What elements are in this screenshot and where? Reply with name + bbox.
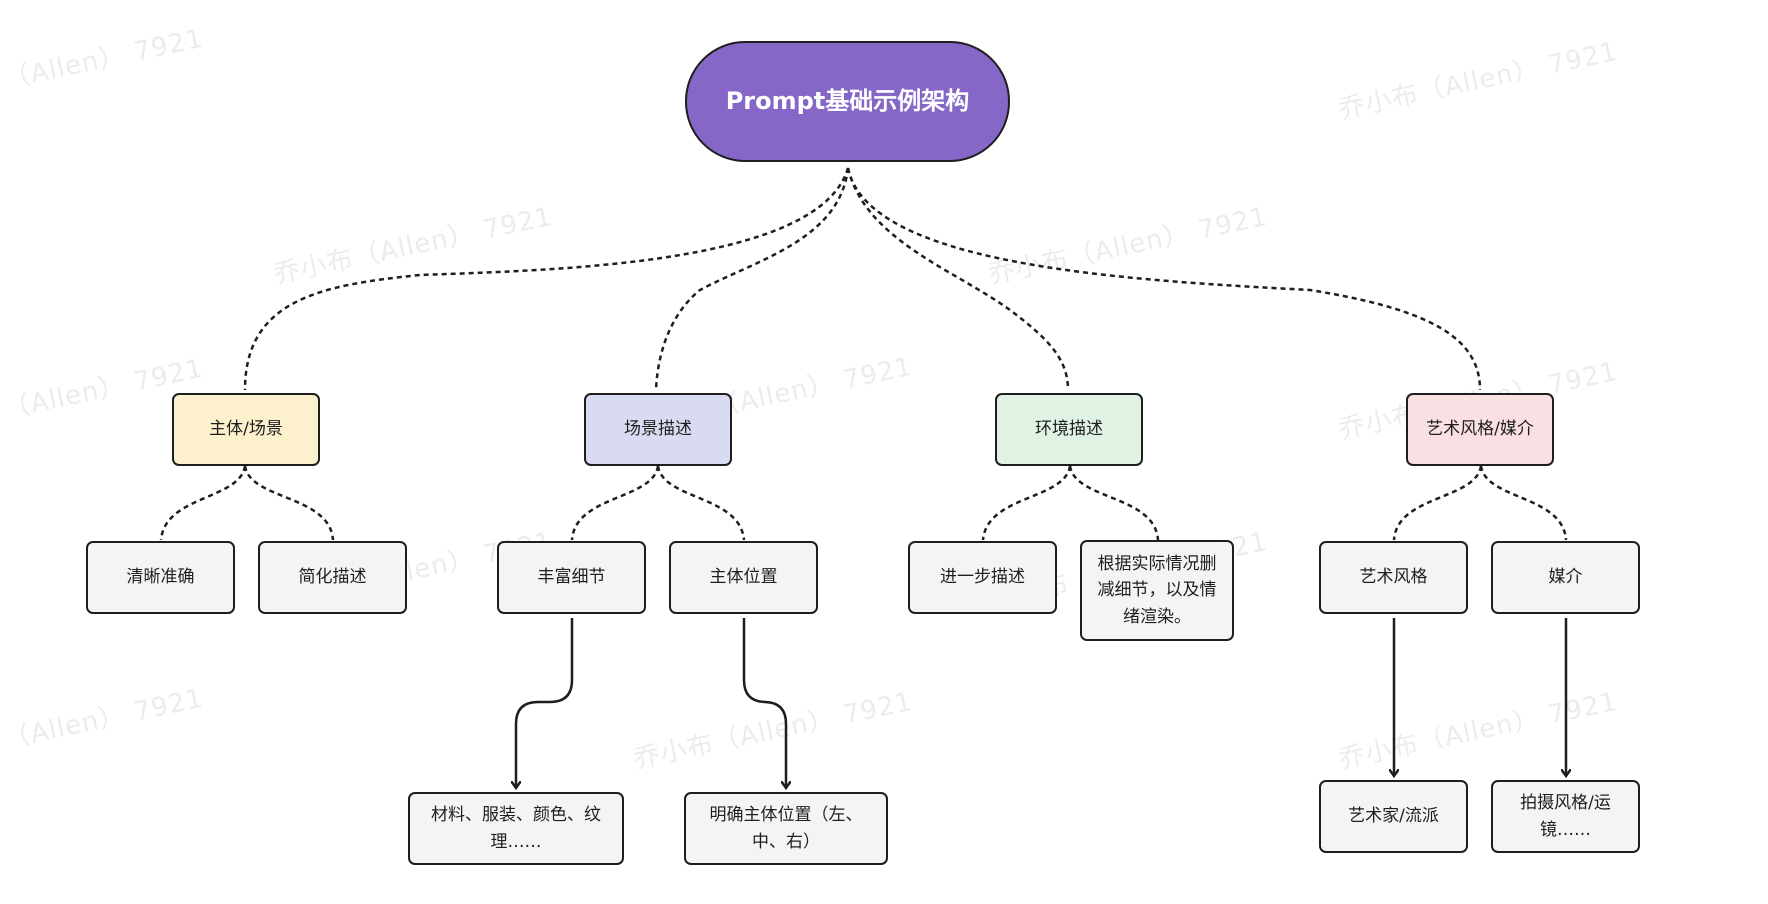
dashed-connector-scene-left (570, 465, 660, 541)
leaf-node-clear-accurate[interactable]: 清晰准确 (86, 541, 235, 614)
dashed-connector-subject-left (159, 465, 247, 541)
dashed-connector-root-art (846, 167, 1482, 391)
leaf-node-rich-detail[interactable]: 丰富细节 (497, 541, 646, 614)
category-node-environment[interactable]: 环境描述 (995, 393, 1143, 466)
dashed-connector-root-subject (243, 167, 850, 391)
leaf-label: 主体位置 (709, 567, 778, 588)
category-node-scene[interactable]: 场景描述 (584, 393, 732, 466)
leaf-node-media[interactable]: 媒介 (1491, 541, 1640, 614)
dashed-connector-environment-right (1068, 465, 1160, 541)
leaf-node-further-describe[interactable]: 进一步描述 (908, 541, 1057, 614)
leaf-label: 清晰准确 (126, 567, 195, 588)
category-label: 环境描述 (1035, 419, 1103, 440)
category-node-subject[interactable]: 主体/场景 (172, 393, 320, 466)
root-label: Prompt基础示例架构 (725, 86, 970, 115)
detail-node-clear-position[interactable]: 明确主体位置（左、中、右） (684, 792, 888, 865)
category-node-art-media[interactable]: 艺术风格/媒介 (1406, 393, 1554, 466)
detail-label: 明确主体位置（左、中、右） (709, 805, 863, 852)
leaf-label: 根据实际情况删减细节，以及情绪渲染。 (1097, 553, 1217, 627)
detail-label: 艺术家/流派 (1348, 806, 1439, 827)
detail-node-shooting-style[interactable]: 拍摄风格/运镜…… (1491, 780, 1640, 853)
arrow-rich-detail-to-materials (516, 618, 574, 787)
leaf-node-subject-position[interactable]: 主体位置 (669, 541, 818, 614)
detail-label: 材料、服装、颜色、纹理…… (431, 805, 601, 852)
detail-node-materials[interactable]: 材料、服装、颜色、纹理…… (408, 792, 624, 865)
dashed-connector-scene-right (656, 465, 746, 541)
leaf-label: 简化描述 (298, 567, 367, 588)
leaf-node-art-style[interactable]: 艺术风格 (1319, 541, 1468, 614)
dashed-connector-subject-right (243, 465, 335, 541)
root-node[interactable]: Prompt基础示例架构 (685, 41, 1010, 162)
category-label: 艺术风格/媒介 (1426, 419, 1534, 440)
leaf-node-trim-details[interactable]: 根据实际情况删减细节，以及情绪渲染。 (1080, 540, 1234, 641)
dashed-connector-art-left (1392, 465, 1483, 541)
arrow-position-to-clear-position (742, 618, 786, 787)
detail-node-artist-school[interactable]: 艺术家/流派 (1319, 780, 1468, 853)
leaf-label: 艺术风格 (1359, 567, 1428, 588)
dashed-connector-root-environment (846, 167, 1070, 391)
category-label: 主体/场景 (209, 419, 283, 440)
detail-label: 拍摄风格/运镜…… (1520, 793, 1611, 840)
category-label: 场景描述 (624, 419, 692, 440)
leaf-label: 丰富细节 (537, 567, 606, 588)
leaf-node-simplify[interactable]: 简化描述 (258, 541, 407, 614)
dashed-connector-root-scene (654, 167, 850, 391)
leaf-label: 进一步描述 (940, 567, 1025, 588)
leaf-label: 媒介 (1548, 567, 1583, 588)
dashed-connector-environment-left (981, 465, 1072, 541)
dashed-connector-art-right (1479, 465, 1568, 541)
